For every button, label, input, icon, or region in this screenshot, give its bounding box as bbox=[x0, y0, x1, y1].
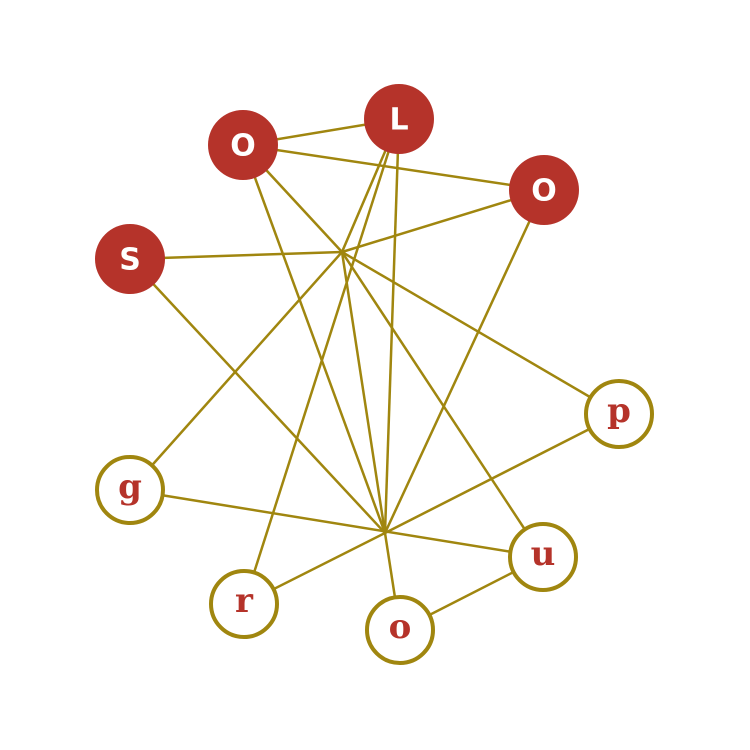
node-u: u bbox=[508, 522, 578, 592]
node-g: g bbox=[95, 455, 165, 525]
edge-S-J1 bbox=[129, 250, 343, 261]
nodes-layer: S O L Og r o u p bbox=[95, 84, 654, 665]
edge-O1-O2 bbox=[242, 143, 545, 192]
node-O1: O bbox=[208, 110, 278, 180]
edge-L-r bbox=[242, 118, 401, 605]
node-label: O bbox=[230, 129, 256, 164]
node-S: S bbox=[95, 224, 165, 294]
node-circle bbox=[584, 379, 654, 449]
edge-J1-g bbox=[129, 251, 343, 491]
node-circle bbox=[209, 569, 279, 639]
node-o: o bbox=[365, 595, 435, 665]
node-label: L bbox=[389, 103, 408, 138]
node-L: L bbox=[364, 84, 434, 154]
node-circle bbox=[509, 155, 579, 225]
edge-p-J2 bbox=[384, 412, 620, 535]
node-circle bbox=[365, 595, 435, 665]
edge-O2-J1 bbox=[341, 188, 545, 254]
edge-S-J2 bbox=[129, 258, 386, 534]
node-label: o bbox=[389, 607, 412, 647]
node-label: r bbox=[235, 581, 254, 621]
node-label: S bbox=[119, 243, 141, 278]
edge-J1-u bbox=[340, 251, 545, 558]
node-O2: O bbox=[509, 155, 579, 225]
node-circle bbox=[208, 110, 278, 180]
node-p: p bbox=[584, 379, 654, 449]
edge-J1-J2 bbox=[340, 251, 387, 534]
edge-L-J2 bbox=[383, 118, 401, 534]
edges-layer bbox=[129, 117, 620, 632]
node-circle bbox=[364, 84, 434, 154]
node-r: r bbox=[209, 569, 279, 639]
edge-g-u bbox=[129, 488, 544, 559]
node-circle bbox=[508, 522, 578, 592]
edge-J1-p bbox=[341, 250, 620, 416]
node-circle bbox=[95, 224, 165, 294]
node-label: O bbox=[531, 174, 557, 209]
edge-O2-J2 bbox=[383, 189, 546, 534]
node-label: u bbox=[531, 534, 556, 574]
node-label: g bbox=[118, 467, 142, 507]
edge-O1-J2 bbox=[241, 144, 387, 534]
node-label: p bbox=[607, 391, 631, 431]
node-circle bbox=[95, 455, 165, 525]
